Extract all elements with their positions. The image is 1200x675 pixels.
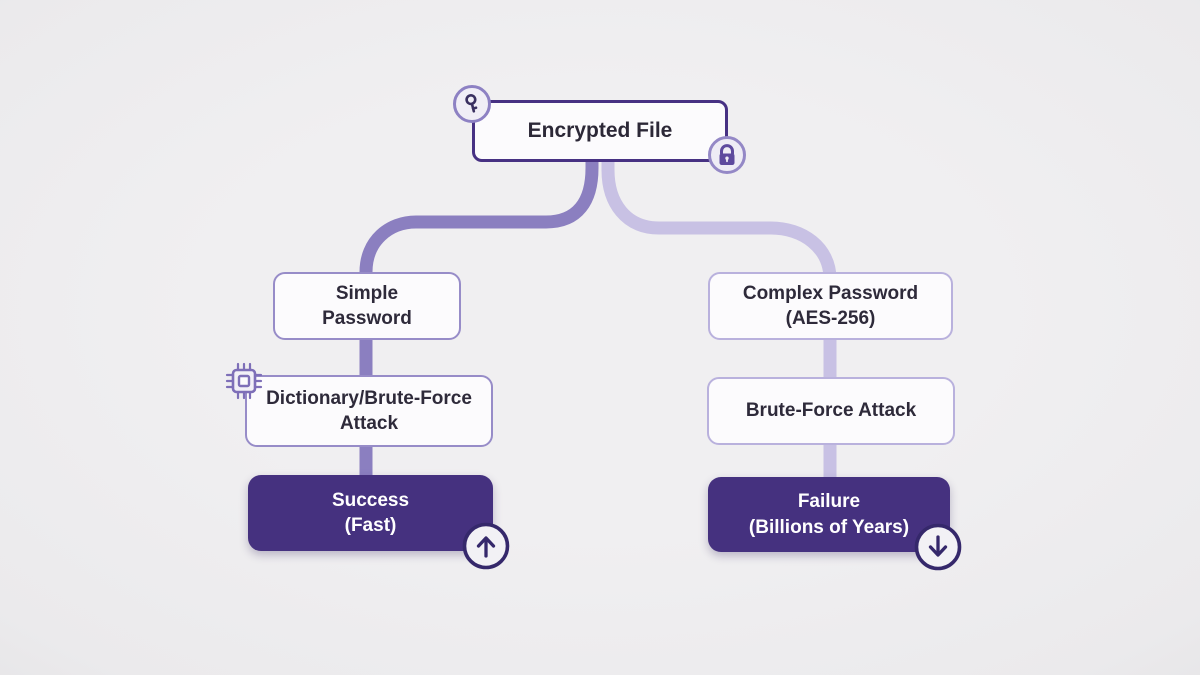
node-dictionary-attack: Dictionary/Brute-Force Attack — [245, 375, 493, 447]
chip-icon — [222, 359, 266, 403]
arrow-down-icon — [913, 522, 963, 572]
node-complex-password-label: Complex Password (AES-256) — [742, 282, 919, 329]
node-bruteforce-attack-label: Brute-Force Attack — [745, 400, 917, 422]
key-icon — [452, 84, 492, 124]
node-success-label: Success (Fast) — [331, 489, 410, 536]
connector-right-branch — [601, 150, 837, 484]
connector-left-branch — [359, 150, 599, 484]
node-dictionary-attack-label: Dictionary/Brute-Force Attack — [266, 387, 472, 434]
lock-icon — [707, 135, 747, 175]
node-bruteforce-attack: Brute-Force Attack — [707, 377, 955, 445]
arrow-up-icon — [461, 521, 511, 571]
node-success: Success (Fast) — [248, 475, 493, 551]
node-encrypted-file-label: Encrypted File — [527, 119, 673, 143]
node-failure: Failure (Billions of Years) — [708, 477, 950, 552]
node-failure-label: Failure (Billions of Years) — [748, 491, 910, 538]
node-complex-password: Complex Password (AES-256) — [708, 272, 953, 340]
node-encrypted-file: Encrypted File — [472, 100, 728, 162]
node-simple-password-label: Simple Password — [322, 282, 412, 329]
node-simple-password: Simple Password — [273, 272, 461, 340]
